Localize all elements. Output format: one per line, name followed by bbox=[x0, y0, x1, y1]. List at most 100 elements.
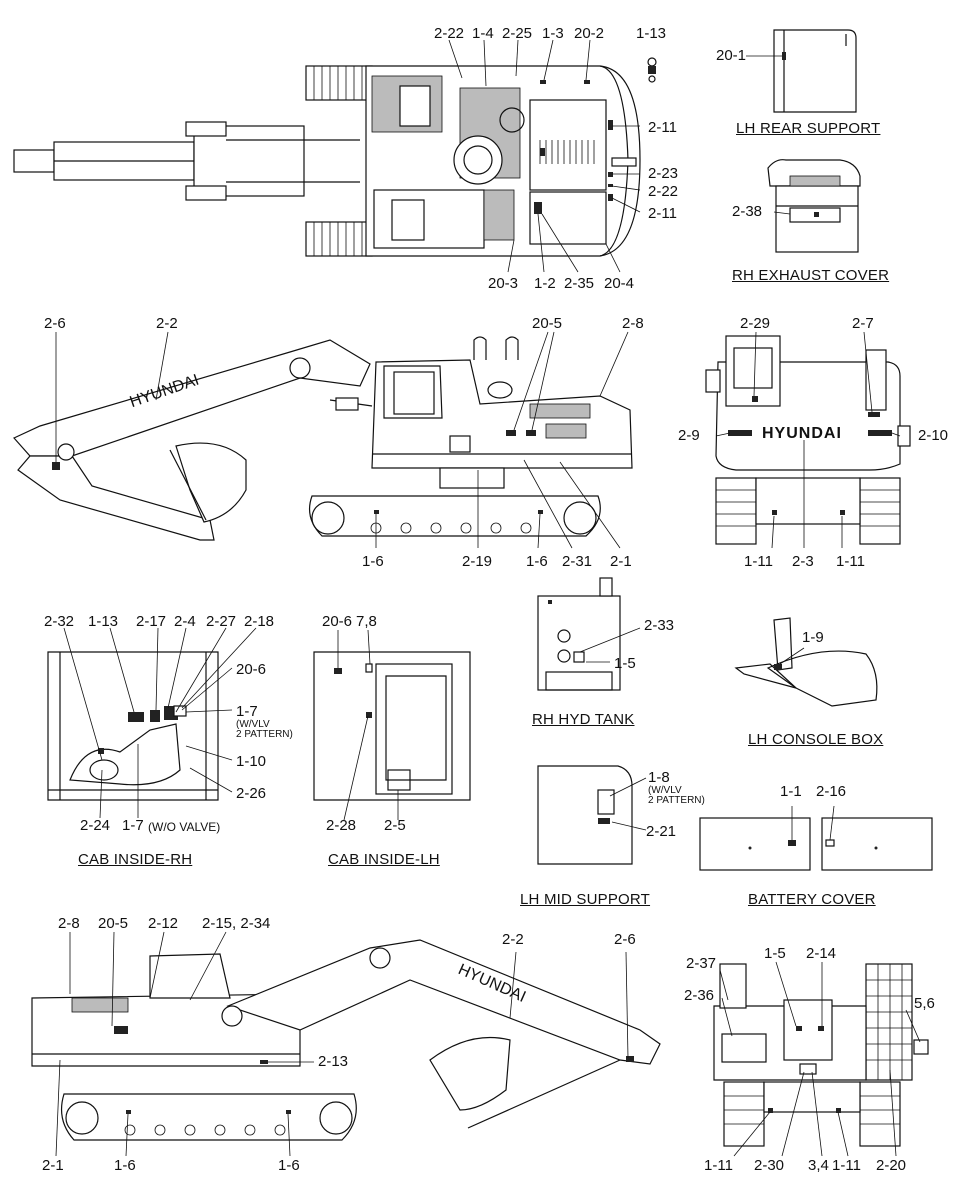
note-wvlv-mid: (W/VLV bbox=[648, 785, 682, 796]
label-20-5-lh: 20-5 bbox=[98, 915, 129, 932]
label-1-9: 1-9 bbox=[802, 629, 824, 646]
side-rh-leaders bbox=[55, 331, 629, 549]
label-2-10: 2-10 bbox=[918, 427, 949, 444]
note-wvlv-cab: (W/VLV bbox=[236, 719, 270, 730]
lh-console-box-drawing bbox=[734, 617, 878, 707]
rh-hyd-tank-leaders bbox=[579, 627, 641, 663]
cab-inside-lh-leaders bbox=[337, 629, 399, 821]
label-2-5: 2-5 bbox=[384, 817, 406, 834]
caption-lh-mid-support: LH MID SUPPORT bbox=[520, 891, 651, 908]
label-2-8-lh: 2-8 bbox=[58, 915, 80, 932]
caption-rh-hyd-tank: RH HYD TANK bbox=[532, 711, 635, 728]
label-1-6-rh-a: 1-6 bbox=[362, 553, 384, 570]
label-2-38: 2-38 bbox=[732, 203, 763, 220]
label-3-4: 3,4 bbox=[808, 1157, 829, 1174]
battery-cover-leaders bbox=[791, 805, 835, 841]
label-20-4: 20-4 bbox=[604, 275, 635, 292]
label-2-28: 2-28 bbox=[326, 817, 357, 834]
label-1-2: 1-2 bbox=[534, 275, 556, 292]
label-2-33: 2-33 bbox=[644, 617, 675, 634]
label-2-24: 2-24 bbox=[80, 817, 111, 834]
label-20-3: 20-3 bbox=[488, 275, 519, 292]
label-2-30: 2-30 bbox=[754, 1157, 785, 1174]
label-2-26: 2-26 bbox=[236, 785, 267, 802]
label-1-7-a: 1-7 bbox=[236, 703, 258, 720]
note-wo-valve: (W/O VALVE) bbox=[148, 820, 221, 834]
label-2-15-2-34: 2-15, 2-34 bbox=[202, 915, 271, 932]
brand-rear: HYUNDAI bbox=[762, 425, 842, 442]
label-20-5-rh: 20-5 bbox=[532, 315, 563, 332]
label-1-11-front-b: 1-11 bbox=[832, 1157, 861, 1174]
label-2-9: 2-9 bbox=[678, 427, 700, 444]
label-7-8: 7,8 bbox=[356, 613, 377, 630]
label-1-6-lh-a: 1-6 bbox=[114, 1157, 136, 1174]
label-2-22-top: 2-22 bbox=[434, 25, 465, 42]
front-view-drawing bbox=[713, 963, 929, 1147]
label-2-2-rh: 2-2 bbox=[156, 315, 178, 332]
label-1-13-top: 1-13 bbox=[636, 25, 667, 42]
note-2pattern-mid: 2 PATTERN) bbox=[648, 795, 705, 806]
lh-rear-support-drawing bbox=[746, 29, 857, 113]
caption-rh-exhaust-cover: RH EXHAUST COVER bbox=[732, 267, 890, 284]
label-2-8-rh: 2-8 bbox=[622, 315, 644, 332]
label-2-11-a: 2-11 bbox=[648, 119, 677, 136]
label-2-20: 2-20 bbox=[876, 1157, 907, 1174]
cab-inside-lh-drawing bbox=[313, 651, 471, 801]
caption-battery-cover: BATTERY COVER bbox=[748, 891, 876, 908]
label-2-17: 2-17 bbox=[136, 613, 167, 630]
label-1-5-front: 1-5 bbox=[764, 945, 786, 962]
label-2-7: 2-7 bbox=[852, 315, 874, 332]
rear-view-leaders bbox=[715, 331, 901, 549]
label-1-13-cab: 1-13 bbox=[88, 613, 119, 630]
label-5-6: 5,6 bbox=[914, 995, 935, 1012]
label-20-2: 20-2 bbox=[574, 25, 605, 42]
label-2-29: 2-29 bbox=[740, 315, 771, 332]
lh-mid-support-leaders bbox=[609, 777, 647, 831]
label-20-1: 20-1 bbox=[716, 47, 747, 64]
caption-lh-console-box: LH CONSOLE BOX bbox=[748, 731, 884, 748]
label-2-19: 2-19 bbox=[462, 553, 493, 570]
cab-inside-rh-drawing bbox=[47, 651, 219, 801]
label-2-18: 2-18 bbox=[244, 613, 275, 630]
label-20-6-lh: 20-6 bbox=[322, 613, 353, 630]
label-2-1-lh: 2-1 bbox=[42, 1157, 64, 1174]
rh-hyd-tank-drawing bbox=[537, 577, 621, 691]
label-2-3: 2-3 bbox=[792, 553, 814, 570]
cab-inside-rh-leaders bbox=[63, 627, 257, 819]
label-2-1-rh: 2-1 bbox=[610, 553, 632, 570]
label-2-14: 2-14 bbox=[806, 945, 837, 962]
label-2-13: 2-13 bbox=[318, 1053, 349, 1070]
label-1-11-rear-b: 1-11 bbox=[836, 553, 865, 570]
label-1-6-rh-b: 1-6 bbox=[526, 553, 548, 570]
side-lh-drawing bbox=[31, 939, 661, 1141]
label-1-11-front-a: 1-11 bbox=[704, 1157, 733, 1174]
label-2-6-rh: 2-6 bbox=[44, 315, 66, 332]
label-1-5-hyd: 1-5 bbox=[614, 655, 636, 672]
label-2-27: 2-27 bbox=[206, 613, 237, 630]
label-1-4: 1-4 bbox=[472, 25, 494, 42]
note-2pattern-cab: 2 PATTERN) bbox=[236, 729, 293, 740]
label-2-31: 2-31 bbox=[562, 553, 593, 570]
label-2-6-lh: 2-6 bbox=[614, 931, 636, 948]
label-1-8: 1-8 bbox=[648, 769, 670, 786]
label-1-10: 1-10 bbox=[236, 753, 267, 770]
side-lh-leaders bbox=[55, 931, 629, 1157]
label-2-23: 2-23 bbox=[648, 165, 679, 182]
side-rh-drawing bbox=[13, 336, 633, 541]
label-2-21: 2-21 bbox=[646, 823, 677, 840]
caption-cab-inside-lh: CAB INSIDE-LH bbox=[328, 851, 440, 868]
label-2-2-lh: 2-2 bbox=[502, 931, 524, 948]
label-2-12: 2-12 bbox=[148, 915, 179, 932]
label-1-3: 1-3 bbox=[542, 25, 564, 42]
caption-lh-rear-support: LH REAR SUPPORT bbox=[736, 120, 881, 137]
label-1-7-b: 1-7 bbox=[122, 817, 144, 834]
label-2-37: 2-37 bbox=[686, 955, 717, 972]
top-view-leaders bbox=[448, 39, 641, 273]
lh-console-box-leaders bbox=[779, 647, 805, 665]
battery-cover-drawing bbox=[699, 817, 933, 871]
rear-view-drawing bbox=[705, 335, 911, 545]
lh-mid-support-drawing bbox=[537, 765, 633, 865]
label-2-25: 2-25 bbox=[502, 25, 533, 42]
label-20-6-rh: 20-6 bbox=[236, 661, 267, 678]
